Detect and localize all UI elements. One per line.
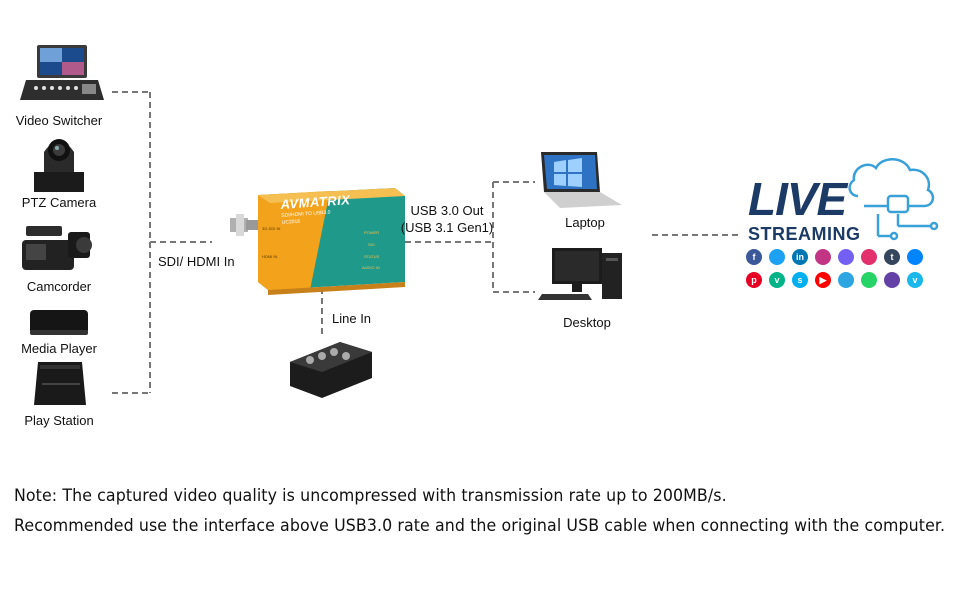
port-sdi: 3G-SDI IN xyxy=(262,226,281,231)
port-hdmi: HDMI IN xyxy=(262,254,278,259)
indicator-sdi: SDI xyxy=(368,242,375,247)
skype-icon xyxy=(792,272,808,288)
linkedin-icon xyxy=(792,249,808,265)
vine-icon xyxy=(769,272,785,288)
social-row-1 xyxy=(746,249,923,265)
youtube-icon xyxy=(815,272,831,288)
svg-text:s: s xyxy=(797,275,802,285)
viber-icon xyxy=(838,249,854,265)
vimeo-icon xyxy=(907,272,923,288)
telegram-icon xyxy=(838,272,854,288)
play-station-icon xyxy=(34,362,86,405)
camcorder-icon xyxy=(22,226,92,270)
capture-device xyxy=(230,188,405,295)
svg-text:p: p xyxy=(751,275,757,285)
svg-text:t: t xyxy=(891,252,894,262)
indicator-power: POWER xyxy=(364,230,380,235)
twitch-icon xyxy=(884,272,900,288)
whatsapp-icon xyxy=(861,272,877,288)
audio-mixer-icon xyxy=(290,342,372,398)
label-sdi-hdmi-in: SDI/ HDMI In xyxy=(158,254,235,269)
connection-lines xyxy=(112,91,738,394)
svg-text:in: in xyxy=(796,252,804,262)
note-line-1: Note: The captured video quality is unco… xyxy=(14,486,727,506)
laptop-icon xyxy=(541,152,622,208)
media-player-icon xyxy=(30,310,88,335)
label-usb-gen: (USB 3.1 Gen1) xyxy=(400,220,494,235)
facebook-icon xyxy=(746,249,762,265)
label-video-switcher: Video Switcher xyxy=(15,113,103,128)
label-line-in: Line In xyxy=(332,311,372,326)
label-media-player: Media Player xyxy=(21,341,97,356)
svg-text:v: v xyxy=(912,275,917,285)
ptz-camera-icon xyxy=(34,139,84,192)
indicator-audio-in: AUDIO IN xyxy=(362,265,380,270)
label-laptop: Laptop xyxy=(565,215,605,230)
twitter-icon xyxy=(769,249,785,265)
label-usb-out: USB 3.0 Out xyxy=(410,203,484,218)
pinterest-icon xyxy=(746,272,762,288)
label-play-station: Play Station xyxy=(24,413,94,428)
live-logo-word: LIVE xyxy=(748,173,847,225)
indicator-status: STATUS xyxy=(364,254,380,259)
svg-text:v: v xyxy=(774,275,779,285)
streaming-logo-word: STREAMING xyxy=(748,224,861,244)
video-switcher-icon xyxy=(20,45,104,100)
cloud-icon xyxy=(848,158,939,241)
tumblr-icon xyxy=(884,249,900,265)
messenger-icon xyxy=(907,249,923,265)
desktop-icon xyxy=(538,248,622,300)
label-camcorder: Camcorder xyxy=(26,279,92,294)
instagram-icon xyxy=(815,249,831,265)
note-line-2: Recommended use the interface above USB3… xyxy=(14,516,946,536)
label-ptz-camera: PTZ Camera xyxy=(21,195,97,210)
svg-text:▶: ▶ xyxy=(819,275,828,285)
label-desktop: Desktop xyxy=(563,315,611,330)
foursquare-icon xyxy=(861,249,877,265)
social-row-2 xyxy=(746,272,923,288)
svg-text:f: f xyxy=(753,252,757,262)
social-icons: f in t p v s ▶ v xyxy=(746,249,923,288)
